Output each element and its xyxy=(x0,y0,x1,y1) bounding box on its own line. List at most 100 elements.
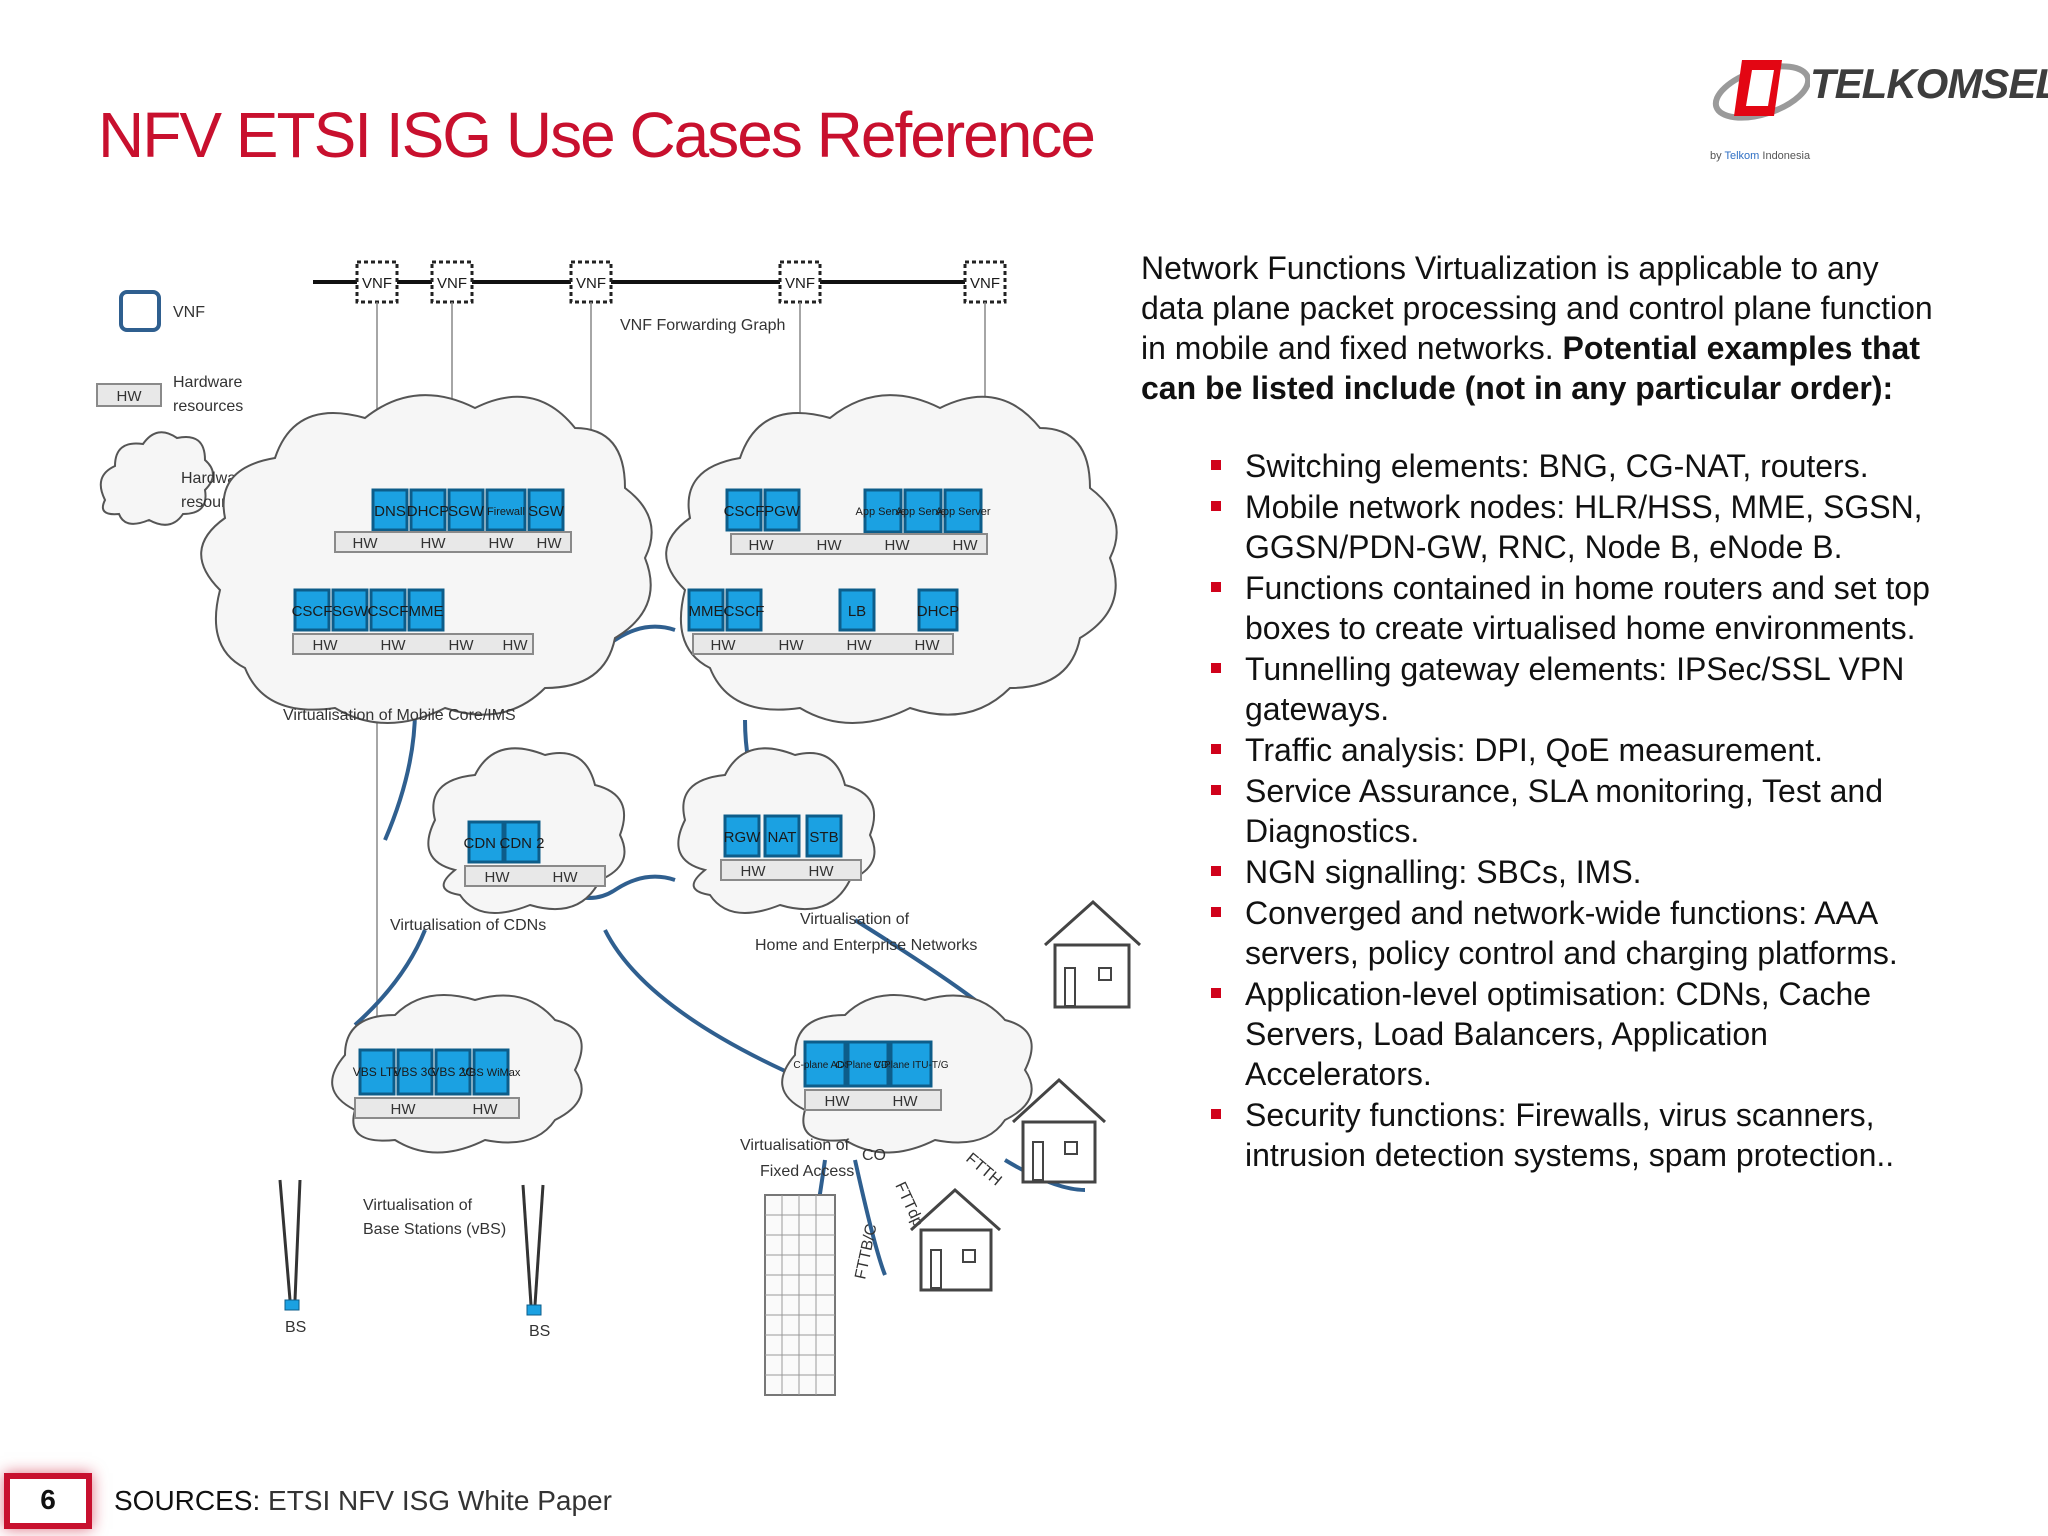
svg-text:HW: HW xyxy=(537,535,563,552)
svg-text:DHCP: DHCP xyxy=(407,503,450,520)
svg-text:App Server: App Server xyxy=(855,506,910,518)
antenna-icon: BS xyxy=(521,1184,550,1340)
svg-text:CDN 1: CDN 1 xyxy=(463,835,508,852)
list-item: Application-level optimisation: CDNs, Ca… xyxy=(1211,974,1941,1094)
svg-text:C-plane ADSL: C-plane ADSL xyxy=(793,1060,857,1071)
core2-cloud: CSCF PGW App Server App Server App Serve… xyxy=(665,394,1118,724)
svg-text:HW: HW xyxy=(391,1101,417,1118)
svg-text:App Server: App Server xyxy=(935,506,990,518)
svg-text:VBS LTE: VBS LTE xyxy=(353,1065,401,1079)
svg-text:MME: MME xyxy=(409,603,444,620)
svg-text:C-Plane ITU-T/G: C-Plane ITU-T/G xyxy=(873,1060,948,1071)
svg-text:VBS 2G: VBS 2G xyxy=(431,1065,474,1079)
top-vnf-row: VNF VNF VNF VNF VNF xyxy=(355,260,1007,304)
fixed-access-cloud: C-plane ADSL C-Plane VDSL C-Plane ITU-T/… xyxy=(740,994,1033,1281)
svg-text:HW: HW xyxy=(817,537,843,554)
svg-text:MME: MME xyxy=(689,603,724,620)
svg-text:VBS WiMax: VBS WiMax xyxy=(462,1067,521,1079)
list-item: Tunnelling gateway elements: IPSec/SSL V… xyxy=(1211,649,1941,729)
svg-text:VNF: VNF xyxy=(970,275,1000,292)
svg-text:HW: HW xyxy=(779,637,805,654)
svg-text:HW: HW xyxy=(353,535,379,552)
use-case-text: Network Functions Virtualization is appl… xyxy=(1141,248,1941,1176)
svg-text:HW: HW xyxy=(809,863,835,880)
house-icon xyxy=(1043,899,1142,1009)
svg-text:CSCF: CSCF xyxy=(724,603,765,620)
sources-value: ETSI NFV ISG White Paper xyxy=(268,1485,612,1516)
svg-text:CSCF: CSCF xyxy=(724,503,765,520)
svg-text:HW: HW xyxy=(885,537,911,554)
sources-label: SOURCES: xyxy=(114,1485,261,1516)
logo-wordmark: TELKOMSEL xyxy=(1810,60,2048,107)
svg-text:STB: STB xyxy=(809,829,838,846)
list-item: Converged and network-wide functions: AA… xyxy=(1211,893,1941,973)
list-item: Mobile network nodes: HLR/HSS, MME, SGSN… xyxy=(1211,487,1941,567)
mobile-core-label: Virtualisation of Mobile Core/IMS xyxy=(283,707,516,724)
svg-text:HW: HW xyxy=(553,869,579,886)
list-item: Service Assurance, SLA monitoring, Test … xyxy=(1211,771,1941,851)
antenna-icon: BS xyxy=(278,1179,306,1336)
legend-hw-box: HW xyxy=(117,388,143,405)
svg-text:CO: CO xyxy=(862,1147,886,1164)
svg-text:RGW: RGW xyxy=(724,829,762,846)
svg-text:HW: HW xyxy=(421,535,447,552)
svg-text:VNF: VNF xyxy=(362,275,392,292)
base-label-1: Virtualisation of xyxy=(363,1197,473,1214)
intro-paragraph: Network Functions Virtualization is appl… xyxy=(1141,250,1933,406)
svg-text:HW: HW xyxy=(893,1093,919,1110)
svg-text:HW: HW xyxy=(915,637,941,654)
svg-text:Firewall: Firewall xyxy=(487,506,525,518)
home-label-1: Virtualisation of xyxy=(800,911,910,928)
svg-text:VBS 3G: VBS 3G xyxy=(393,1065,436,1079)
cdn-label: Virtualisation of CDNs xyxy=(390,917,546,934)
svg-text:BS: BS xyxy=(529,1323,550,1340)
slide-footer: 6 SOURCES: ETSI NFV ISG White Paper xyxy=(0,1465,700,1536)
page-title: NFV ETSI ISG Use Cases Reference xyxy=(98,99,1096,171)
svg-text:VNF: VNF xyxy=(437,275,467,292)
svg-text:HW: HW xyxy=(381,637,407,654)
legend-hw-label-2: resources xyxy=(173,398,243,415)
legend-hw-label-1: Hardware xyxy=(173,374,242,391)
svg-text:C-Plane VDSL: C-Plane VDSL xyxy=(835,1060,900,1071)
logo-subtitle: by Telkom Indonesia xyxy=(1710,150,1811,162)
svg-text:HW: HW xyxy=(449,637,475,654)
telkomsel-logo-mark-icon xyxy=(1712,60,1810,121)
svg-text:FTTH: FTTH xyxy=(962,1150,1004,1189)
legend-vnf-label: VNF xyxy=(173,304,205,321)
house-icon xyxy=(1011,1077,1107,1184)
svg-text:HW: HW xyxy=(473,1101,499,1118)
office-building-icon xyxy=(764,1194,836,1396)
list-item: Security functions: Firewalls, virus sca… xyxy=(1211,1095,1941,1175)
legend: VNF HW Hardware resources Hardware resou… xyxy=(96,290,278,526)
telkomsel-logo: TELKOMSEL by Telkom Indonesia xyxy=(1700,30,2048,180)
svg-text:HW: HW xyxy=(953,537,979,554)
svg-text:DNS: DNS xyxy=(374,503,406,520)
svg-text:App Server: App Server xyxy=(895,506,950,518)
svg-text:PGW: PGW xyxy=(764,503,801,520)
list-item: Functions contained in home routers and … xyxy=(1211,568,1941,648)
page-number: 6 xyxy=(4,1473,92,1529)
base-station-cloud: VBS LTE VBS 3G VBS 2G VBS WiMax HW HW Vir… xyxy=(278,994,583,1340)
sources-line: SOURCES: ETSI NFV ISG White Paper xyxy=(114,1485,612,1517)
svg-text:SGW: SGW xyxy=(528,503,565,520)
svg-text:CDN 2: CDN 2 xyxy=(499,835,544,852)
fixed-label-2: Fixed Access xyxy=(760,1163,854,1180)
svg-text:SGW: SGW xyxy=(448,503,485,520)
svg-text:HW: HW xyxy=(503,637,529,654)
list-item: Switching elements: BNG, CG-NAT, routers… xyxy=(1211,446,1941,486)
intro-bold: Potential examples that can be listed in… xyxy=(1141,330,1920,406)
nfv-use-case-diagram: .vnfbox { fill:#1ba1e2; stroke:#0d5d8a; … xyxy=(96,260,1142,1396)
list-item: Traffic analysis: DPI, QoE measurement. xyxy=(1211,730,1941,770)
svg-text:VNF: VNF xyxy=(785,275,815,292)
svg-text:LB: LB xyxy=(848,603,866,620)
svg-text:CSCF: CSCF xyxy=(292,603,333,620)
svg-text:HW: HW xyxy=(313,637,339,654)
svg-text:HW: HW xyxy=(847,637,873,654)
svg-text:HW: HW xyxy=(489,535,515,552)
use-case-list: Switching elements: BNG, CG-NAT, routers… xyxy=(1141,446,1941,1175)
base-label-2: Base Stations (vBS) xyxy=(363,1221,506,1238)
svg-text:VNF: VNF xyxy=(576,275,606,292)
